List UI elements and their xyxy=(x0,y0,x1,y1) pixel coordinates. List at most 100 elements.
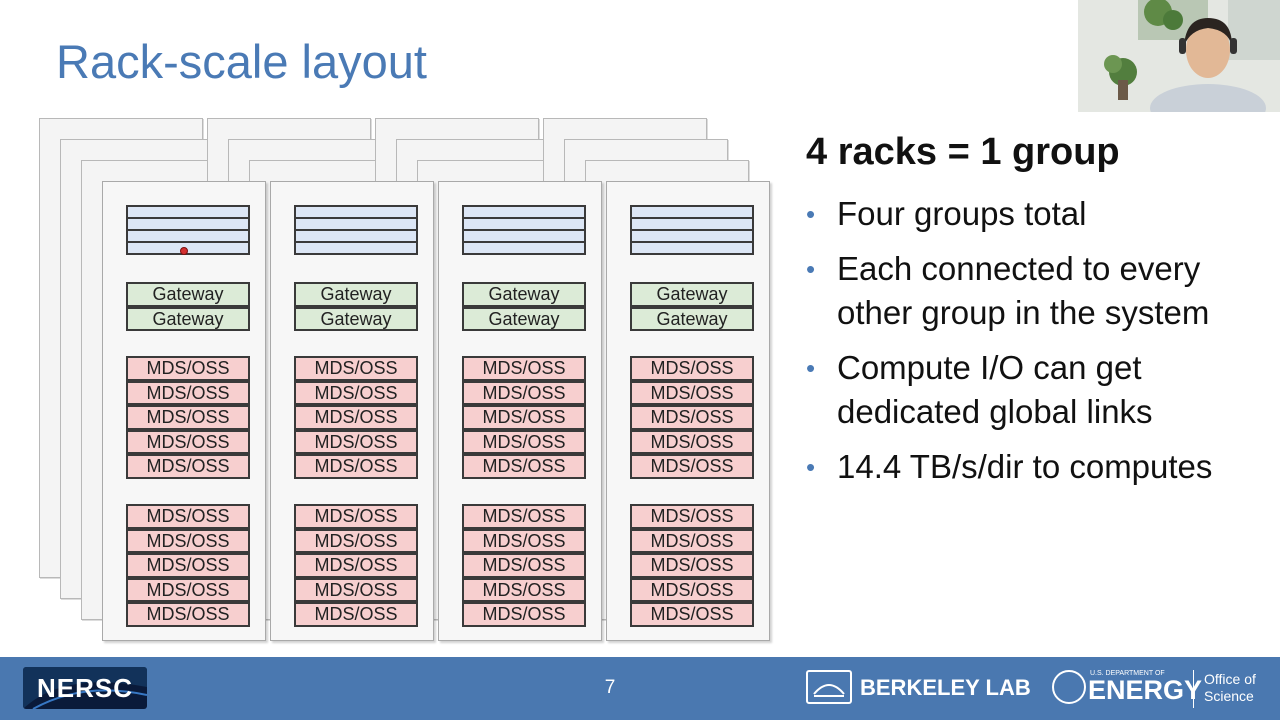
office-line-1: Office of xyxy=(1204,671,1256,687)
mds-oss-node: MDS/OSS xyxy=(294,577,418,603)
mds-oss-node: MDS/OSS xyxy=(630,553,754,578)
switch-line xyxy=(296,217,416,219)
switch-block xyxy=(126,205,250,255)
bullet-item: • 14.4 TB/s/dir to computes xyxy=(806,445,1256,490)
bullet-item: • Four groups total xyxy=(806,192,1256,237)
mds-oss-node: MDS/OSS xyxy=(126,577,250,603)
nersc-logo-icon: NERSC xyxy=(23,667,147,709)
gateway-node: Gateway xyxy=(294,282,418,307)
mds-oss-node: MDS/OSS xyxy=(294,602,418,627)
switch-line xyxy=(464,217,584,219)
mds-oss-node: MDS/OSS xyxy=(294,528,418,554)
mds-oss-node: MDS/OSS xyxy=(630,356,754,381)
mds-oss-node: MDS/OSS xyxy=(126,405,250,430)
mds-oss-node: MDS/OSS xyxy=(294,553,418,578)
bullet-dot-icon: • xyxy=(806,199,816,229)
gateway-node: Gateway xyxy=(126,306,250,332)
doe-energy-text: ENERGY xyxy=(1088,675,1203,705)
footer-divider xyxy=(1193,670,1194,708)
presenter-video-frame xyxy=(1078,0,1280,112)
mds-oss-node: MDS/OSS xyxy=(294,356,418,381)
bullet-item: • Each connected to every other group in… xyxy=(806,247,1256,336)
bullet-dot-icon: • xyxy=(806,352,816,383)
mds-oss-node: MDS/OSS xyxy=(126,602,250,627)
mds-oss-node: MDS/OSS xyxy=(462,356,586,381)
office-of-science-text: Office of Science xyxy=(1204,671,1256,705)
mds-oss-node: MDS/OSS xyxy=(126,356,250,381)
slide-footer: NERSC 7 BERKELEY LAB U.S. DEPARTMENT OF … xyxy=(0,657,1280,720)
mds-oss-node: MDS/OSS xyxy=(126,504,250,529)
slide-title: Rack-scale layout xyxy=(56,35,427,88)
mds-oss-node: MDS/OSS xyxy=(462,405,586,430)
doe-dept-text: U.S. DEPARTMENT OF xyxy=(1090,670,1165,677)
switch-line xyxy=(296,229,416,231)
bullet-text: Each connected to every other group in t… xyxy=(837,249,1210,332)
mds-oss-node: MDS/OSS xyxy=(630,380,754,406)
bullet-text: Four groups total xyxy=(837,195,1087,232)
bullet-text: Compute I/O can get dedicated global lin… xyxy=(837,348,1153,431)
mds-oss-node: MDS/OSS xyxy=(294,429,418,455)
mds-oss-node: MDS/OSS xyxy=(630,405,754,430)
nersc-logo-text: NERSC xyxy=(36,673,133,703)
mds-oss-node: MDS/OSS xyxy=(630,504,754,529)
switch-line xyxy=(632,217,752,219)
switch-line xyxy=(128,229,248,231)
mds-oss-node: MDS/OSS xyxy=(126,429,250,455)
gateway-node: Gateway xyxy=(630,306,754,332)
office-line-2: Science xyxy=(1204,688,1254,704)
mds-oss-node: MDS/OSS xyxy=(462,429,586,455)
mds-oss-node: MDS/OSS xyxy=(462,504,586,529)
bullet-item: • Compute I/O can get dedicated global l… xyxy=(806,346,1256,435)
bullet-text: 14.4 TB/s/dir to computes xyxy=(837,447,1213,485)
mds-oss-node: MDS/OSS xyxy=(462,528,586,554)
mds-oss-node: MDS/OSS xyxy=(630,429,754,455)
mds-oss-node: MDS/OSS xyxy=(126,380,250,406)
gateway-node: Gateway xyxy=(630,282,754,307)
laser-pointer-icon xyxy=(180,247,188,255)
bullet-dot-icon: • xyxy=(806,451,816,482)
mds-oss-node: MDS/OSS xyxy=(630,602,754,627)
mds-oss-node: MDS/OSS xyxy=(294,380,418,406)
switch-block xyxy=(294,205,418,255)
mds-oss-node: MDS/OSS xyxy=(630,577,754,603)
mds-oss-node: MDS/OSS xyxy=(126,454,250,479)
mds-oss-node: MDS/OSS xyxy=(462,577,586,603)
mds-oss-node: MDS/OSS xyxy=(126,528,250,554)
gateway-node: Gateway xyxy=(462,282,586,307)
presenter-webcam xyxy=(1078,0,1280,112)
mds-oss-node: MDS/OSS xyxy=(294,454,418,479)
switch-line xyxy=(296,241,416,243)
gateway-node: Gateway xyxy=(126,282,250,307)
doe-seal-icon xyxy=(1052,670,1086,704)
switch-line xyxy=(128,241,248,243)
bullet-list: • Four groups total • Each connected to … xyxy=(806,192,1256,499)
mds-oss-node: MDS/OSS xyxy=(462,602,586,627)
gateway-node: Gateway xyxy=(294,306,418,332)
mds-oss-node: MDS/OSS xyxy=(126,553,250,578)
mds-oss-node: MDS/OSS xyxy=(630,454,754,479)
mds-oss-node: MDS/OSS xyxy=(630,528,754,554)
switch-line xyxy=(632,241,752,243)
berkeley-lab-icon xyxy=(806,670,852,704)
switch-line xyxy=(464,229,584,231)
page-number: 7 xyxy=(604,677,616,698)
mds-oss-node: MDS/OSS xyxy=(294,405,418,430)
switch-block xyxy=(630,205,754,255)
switch-line xyxy=(464,241,584,243)
gateway-node: Gateway xyxy=(462,306,586,332)
mds-oss-node: MDS/OSS xyxy=(294,504,418,529)
slide-heading: 4 racks = 1 group xyxy=(806,131,1120,173)
switch-line xyxy=(632,229,752,231)
mds-oss-node: MDS/OSS xyxy=(462,553,586,578)
switch-block xyxy=(462,205,586,255)
switch-line xyxy=(128,217,248,219)
bullet-dot-icon: • xyxy=(806,253,816,284)
mds-oss-node: MDS/OSS xyxy=(462,380,586,406)
berkeley-lab-text: BERKELEY LAB xyxy=(860,675,1031,700)
